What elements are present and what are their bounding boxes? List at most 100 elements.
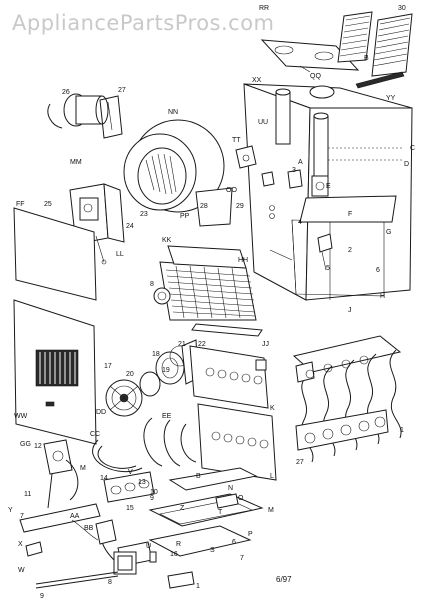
wire-harness-aa[interactable]	[71, 519, 99, 541]
collector-panel-jj[interactable]	[189, 345, 269, 409]
access-panel-l[interactable]	[197, 403, 277, 481]
label-6-bottom: 6	[232, 539, 236, 546]
gas-valve-12[interactable]	[43, 439, 79, 509]
label-23: 23	[140, 211, 148, 218]
label-f: F	[348, 211, 352, 218]
burner-tray-m[interactable]	[148, 467, 264, 527]
lower-door-ww[interactable]	[13, 299, 97, 445]
cover-plate-kk[interactable]	[167, 245, 247, 269]
inducer-motor-17[interactable]	[105, 379, 143, 417]
label-b-top: B	[364, 55, 369, 62]
label-17: 17	[104, 363, 112, 370]
label-10: 10	[150, 489, 158, 496]
label-m-right: M	[268, 507, 274, 514]
label-27-top: 27	[118, 87, 126, 94]
label-r: R	[176, 541, 181, 548]
label-20: 20	[126, 371, 134, 378]
label-w: W	[18, 567, 25, 574]
manifold-y[interactable]	[19, 503, 101, 533]
burner-assembly-14[interactable]	[103, 471, 155, 503]
label-rr: RR	[259, 5, 269, 12]
label-15: 15	[126, 505, 134, 512]
bottom-pan-r[interactable]	[117, 525, 252, 567]
label-l: L	[270, 473, 274, 480]
label-u: U	[146, 543, 151, 550]
label-ff: FF	[16, 201, 25, 208]
bottom-rail[interactable]	[191, 323, 263, 337]
label-6-top: 6	[376, 267, 380, 274]
flame-sensor-cc[interactable]	[92, 439, 143, 473]
cabinet-frame[interactable]	[243, 83, 413, 301]
motor-mount-27[interactable]	[99, 95, 123, 139]
gas-valve-component-e[interactable]	[311, 175, 329, 197]
label-k: K	[270, 405, 275, 412]
date-code: 6/97	[276, 575, 292, 584]
label-aa: AA	[70, 513, 80, 520]
primary-heat-exchanger[interactable]	[292, 335, 402, 463]
transformer-8[interactable]	[100, 527, 137, 575]
vent-pipe-xx[interactable]	[275, 88, 291, 145]
label-5: 5	[326, 265, 330, 272]
bottom-rod-9[interactable]	[35, 571, 119, 589]
label-pp: PP	[180, 213, 190, 220]
blower-assembly-nn[interactable]	[123, 119, 233, 227]
label-v: V	[128, 469, 133, 476]
label-1-right: 1	[400, 427, 404, 434]
label-gg: GG	[20, 441, 31, 448]
label-24: 24	[126, 223, 134, 230]
label-ll: LL	[116, 251, 124, 258]
label-s: S	[210, 547, 215, 554]
label-18: 18	[152, 351, 160, 358]
upper-door-ff[interactable]	[13, 207, 97, 301]
door-louvers	[35, 349, 79, 387]
label-13: 13	[138, 479, 146, 486]
small-parts-cluster-tt[interactable]	[235, 145, 303, 219]
inducer-housing-19[interactable]	[139, 351, 185, 397]
ignitor-n[interactable]	[215, 493, 239, 509]
label-14: 14	[100, 475, 108, 482]
label-22: 22	[198, 341, 206, 348]
bracket-bb[interactable]	[95, 519, 117, 545]
label-h: H	[380, 293, 385, 300]
label-bb: BB	[84, 525, 94, 532]
label-3: 3	[292, 167, 296, 174]
label-xx: XX	[252, 77, 262, 84]
small-part-u[interactable]	[149, 551, 157, 563]
label-o: O	[238, 495, 244, 502]
label-x: X	[18, 541, 23, 548]
label-9-bottom: 9	[40, 593, 44, 600]
label-m-left: M	[80, 465, 86, 472]
blower-motor-26[interactable]	[47, 93, 109, 129]
label-g: G	[386, 229, 391, 236]
label-n: N	[228, 485, 233, 492]
label-29: 29	[236, 203, 244, 210]
label-27-bottom: 27	[296, 459, 304, 466]
door-switch-4[interactable]	[317, 233, 333, 271]
label-4: 4	[298, 219, 302, 226]
label-mm: MM	[70, 159, 82, 166]
label-z: Z	[180, 505, 185, 512]
label-ee: EE	[162, 413, 172, 420]
top-panel-rr[interactable]	[260, 39, 360, 73]
burner-tube-ee[interactable]	[143, 417, 197, 467]
label-26: 26	[62, 89, 70, 96]
label-j: J	[348, 307, 352, 314]
label-dd: DD	[96, 409, 106, 416]
label-tt: TT	[232, 137, 241, 144]
label-1-bottom: 1	[196, 583, 200, 590]
label-qq: QQ	[310, 73, 321, 80]
junction-box-x[interactable]	[25, 541, 43, 557]
label-21: 21	[178, 341, 186, 348]
label-7-bottom: 7	[240, 555, 244, 562]
secondary-heat-exchanger-hh[interactable]	[153, 261, 257, 321]
label-e: E	[326, 183, 331, 190]
label-p: P	[248, 531, 253, 538]
label-7-left: 7	[20, 513, 24, 520]
filter-30[interactable]	[337, 11, 413, 77]
top-opening-qq[interactable]	[309, 85, 335, 99]
filter-rail[interactable]	[355, 71, 405, 89]
watermark-text: AppliancePartsPros.com	[12, 11, 275, 35]
filter-base-1[interactable]	[167, 571, 195, 589]
label-uu: UU	[258, 119, 268, 126]
